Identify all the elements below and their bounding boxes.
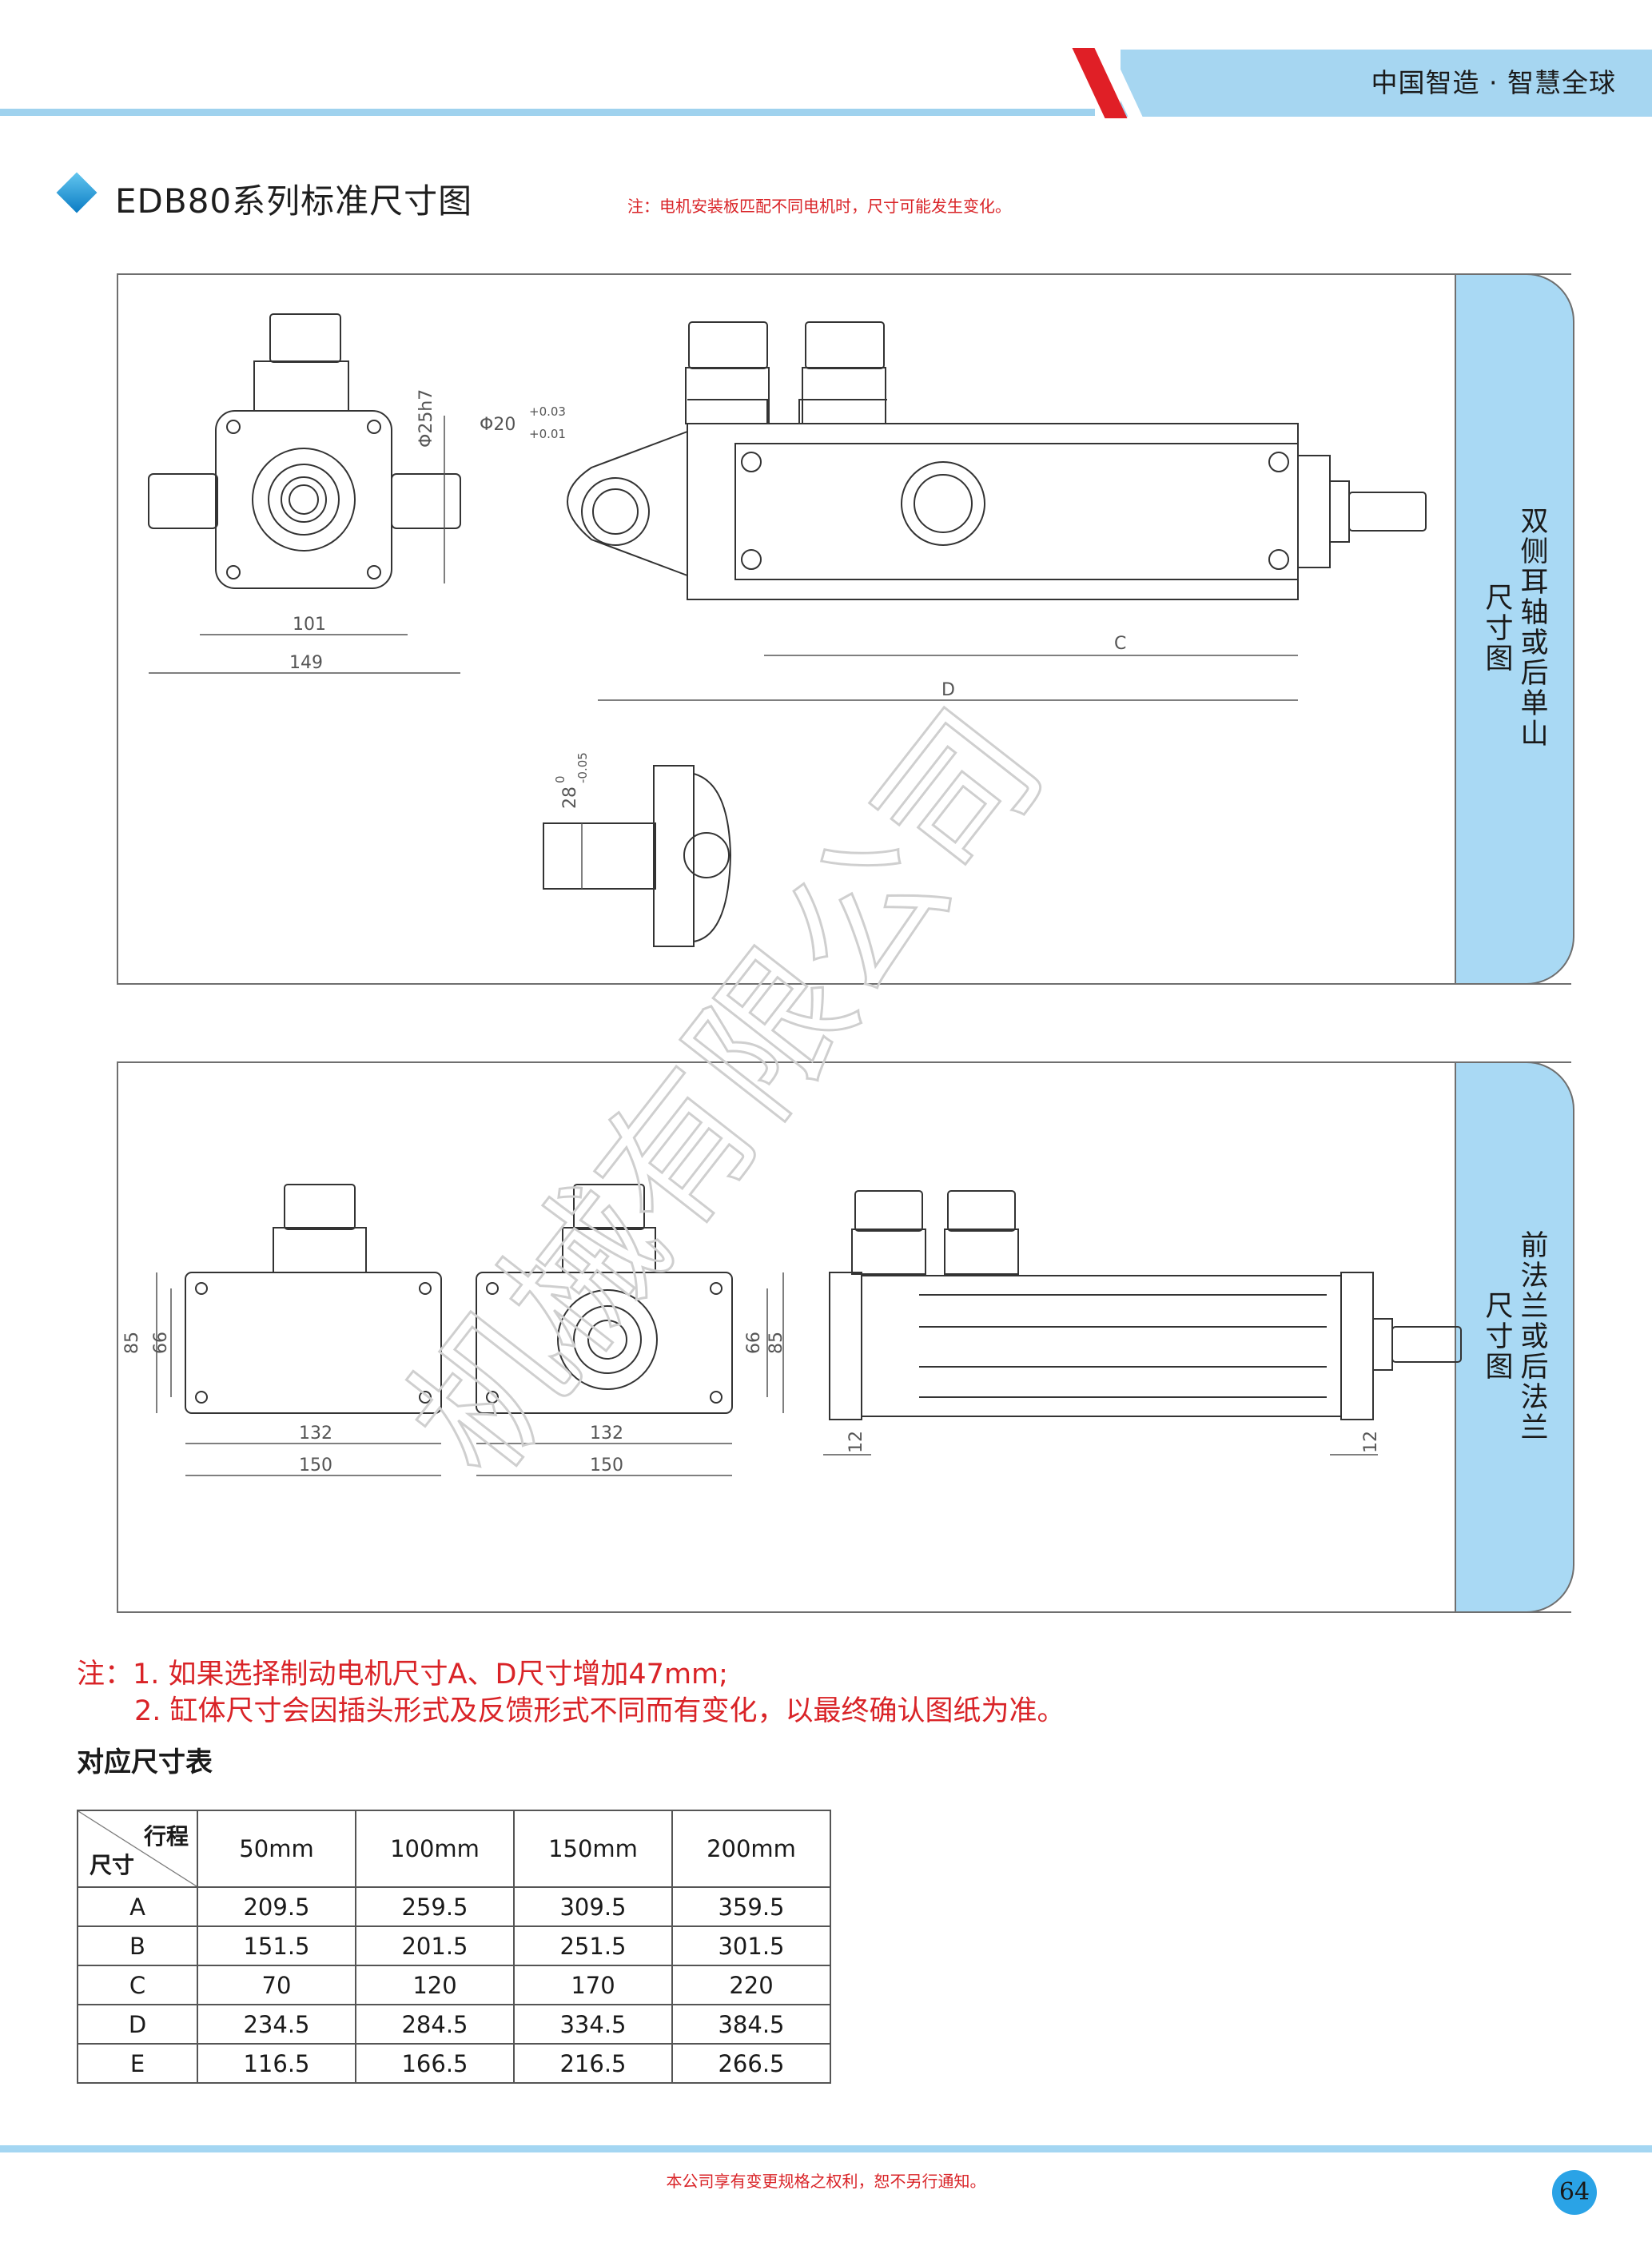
detail-view-1 xyxy=(543,765,732,947)
footer-notice: 本公司享有变更规格之权利，恕不另行通知。 xyxy=(666,2172,986,2191)
table-cell: 201.5 xyxy=(355,1925,515,1966)
dim-28-tol-upper: 0 xyxy=(553,775,567,783)
title-note: 注：电机安装板匹配不同电机时，尺寸可能发生变化。 xyxy=(627,197,1011,216)
dim-149: 149 xyxy=(289,653,323,673)
panel-tab-2-line-1: 前法兰或后法兰 xyxy=(1520,1230,1549,1444)
dim-132-right: 132 xyxy=(590,1424,623,1444)
table-cell: 170 xyxy=(513,1965,673,2005)
table-column-header: 150mm xyxy=(513,1810,673,1888)
dimension-table: 行程 尺寸 50mm 100mm 150mm 200mm A 209.5 259… xyxy=(77,1810,831,2084)
dim-66-right: 66 xyxy=(744,1332,764,1354)
note-line-2: 2. 缸体尺寸会因插头形式及反馈形式不同而有变化，以最终确认图纸为准。 xyxy=(134,1695,1065,1727)
dim-85-left: 85 xyxy=(122,1332,142,1354)
dim-150-right: 150 xyxy=(590,1456,623,1475)
row-label: B xyxy=(77,1925,198,1966)
table-row: C 70 120 170 220 xyxy=(77,1965,831,2005)
table-column-header: 50mm xyxy=(197,1810,356,1888)
dim-28-tol-lower: -0.05 xyxy=(575,752,590,783)
table-cell: 116.5 xyxy=(197,2043,356,2084)
table-cell: 166.5 xyxy=(355,2043,515,2084)
dim-12-left: 12 xyxy=(846,1431,866,1453)
table-cell: 220 xyxy=(671,1965,831,2005)
table-cell: 384.5 xyxy=(671,2004,831,2045)
table-cell: 266.5 xyxy=(671,2043,831,2084)
dim-28: 28 xyxy=(560,786,580,809)
table-cell: 359.5 xyxy=(671,1886,831,1927)
dim-101: 101 xyxy=(293,615,326,635)
end-view-top-1 xyxy=(148,313,461,589)
header-rule xyxy=(0,109,1095,116)
rear-flange-view-2 xyxy=(476,1184,733,1414)
table-cell: 259.5 xyxy=(355,1886,515,1927)
page-title: EDB80系列标准尺寸图 xyxy=(115,181,473,221)
panel-tab-1-line-1: 双侧耳轴或后单山 xyxy=(1520,506,1549,751)
row-label: D xyxy=(77,2004,198,2045)
panel-tab-1-line-2: 尺寸图 xyxy=(1485,583,1514,675)
row-label: C xyxy=(77,1965,198,2005)
dim-132-left: 132 xyxy=(299,1424,332,1444)
table-row: D 234.5 284.5 334.5 384.5 xyxy=(77,2004,831,2045)
table-cell: 284.5 xyxy=(355,2004,515,2045)
front-flange-view-2 xyxy=(185,1184,442,1414)
dim-phi20: Φ20 xyxy=(480,415,516,435)
panel-tab-1: 双侧耳轴或后单山 尺寸图 xyxy=(1455,273,1574,985)
row-label: A xyxy=(77,1886,198,1927)
table-cell: 234.5 xyxy=(197,2004,356,2045)
table-row: A 209.5 259.5 309.5 359.5 xyxy=(77,1886,831,1927)
dim-c: C xyxy=(1114,634,1126,654)
table-row: B 151.5 201.5 251.5 301.5 xyxy=(77,1925,831,1966)
table-cell: 151.5 xyxy=(197,1925,356,1966)
note-line-1: 注：1. 如果选择制动电机尺寸A、D尺寸增加47mm; xyxy=(77,1659,728,1690)
table-column-header: 200mm xyxy=(671,1810,831,1888)
page-number: 64 xyxy=(1552,2170,1597,2215)
panel-tab-2-line-2: 尺寸图 xyxy=(1485,1291,1514,1384)
table-cell: 120 xyxy=(355,1965,515,2005)
side-view-2 xyxy=(829,1190,1462,1420)
dim-d: D xyxy=(941,680,955,700)
table-header-row: 行程 尺寸 50mm 100mm 150mm 200mm xyxy=(77,1810,831,1888)
dim-12-right: 12 xyxy=(1361,1431,1381,1453)
dim-tol-upper: +0.03 xyxy=(529,404,566,419)
table-cell: 251.5 xyxy=(513,1925,673,1966)
drawing-panel-1 xyxy=(117,273,1571,985)
table-cell: 70 xyxy=(197,1965,356,2005)
dim-phi25: Φ25h7 xyxy=(416,389,436,448)
panel-tab-2: 前法兰或后法兰 尺寸图 xyxy=(1455,1061,1574,1613)
table-cell: 301.5 xyxy=(671,1925,831,1966)
table-title: 对应尺寸表 xyxy=(77,1746,213,1778)
header-band xyxy=(1121,50,1652,117)
dim-tol-lower: +0.01 xyxy=(529,427,566,441)
table-row: E 116.5 166.5 216.5 266.5 xyxy=(77,2043,831,2084)
table-cell: 209.5 xyxy=(197,1886,356,1927)
drawing-panel-2 xyxy=(117,1061,1571,1613)
table-corner-cell: 行程 尺寸 xyxy=(77,1810,198,1888)
footer-rule xyxy=(0,2145,1652,2152)
watermark: 机械有限公司 xyxy=(376,679,1076,1506)
row-label: E xyxy=(77,2043,198,2084)
header-slogan: 中国智造 · 智慧全球 xyxy=(1371,67,1616,98)
table-cell: 334.5 xyxy=(513,2004,673,2045)
dim-66-left: 66 xyxy=(151,1332,171,1354)
table-cell: 216.5 xyxy=(513,2043,673,2084)
dim-85-right: 85 xyxy=(766,1332,786,1354)
technical-drawings: 101 149 Φ25h7 Φ20 +0.03 +0.01 C D 28 0 -… xyxy=(122,313,1462,1507)
corner-bottom-label: 尺寸 xyxy=(90,1852,135,1878)
side-view-1 xyxy=(567,321,1427,600)
table-column-header: 100mm xyxy=(355,1810,515,1888)
dim-150-left: 150 xyxy=(299,1456,332,1475)
corner-top-label: 行程 xyxy=(143,1823,189,1850)
table-cell: 309.5 xyxy=(513,1886,673,1927)
